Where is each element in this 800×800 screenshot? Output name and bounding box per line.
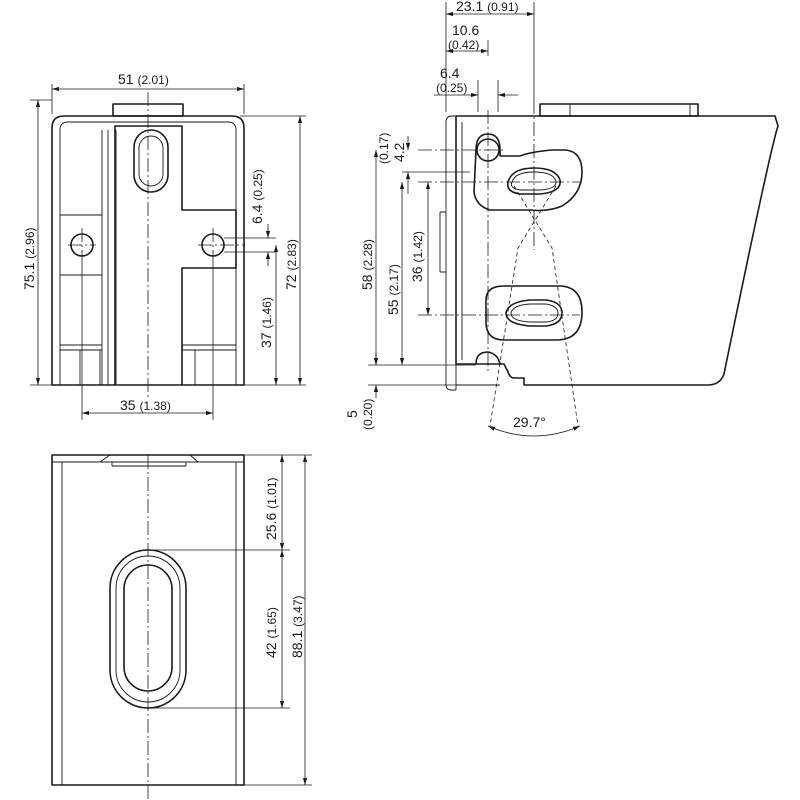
dim-total-length-value: 88.1 — [289, 631, 305, 658]
dim-slot-width-value: 6.4 — [440, 65, 460, 81]
svg-text:37 (1.46): 37 (1.46) — [258, 297, 274, 348]
dim-hole-spacing-inch: (1.38) — [139, 399, 170, 413]
dim-top-hole-value: 4.2 — [391, 142, 407, 162]
svg-text:36 (1.42): 36 (1.42) — [409, 231, 425, 282]
svg-text:72 (2.83): 72 (2.83) — [283, 239, 299, 290]
front-view: 51 (2.01) 75.1 (2.96) 35 (1.38) 6.4 (0.2… — [21, 71, 306, 420]
svg-text:35 (1.38): 35 (1.38) — [120, 397, 171, 413]
dim-angle-value: 29.7° — [513, 414, 546, 430]
svg-text:23.1 (0.91): 23.1 (0.91) — [456, 0, 519, 14]
dim-width-inch: (2.01) — [137, 73, 168, 87]
front-view-slot — [133, 129, 169, 193]
dim-offset-value: 10.6 — [452, 22, 479, 38]
dim-base-inch: (0.20) — [361, 399, 375, 430]
side-view-top-slot — [506, 167, 561, 195]
dim-total-length-inch: (3.47) — [291, 596, 305, 627]
svg-text:55 (2.17): 55 (2.17) — [385, 264, 401, 315]
front-view-outline — [51, 115, 245, 386]
dim-height55-inch: (2.17) — [387, 264, 401, 295]
dim-hole-height-value: 37 — [258, 332, 274, 348]
bottom-view-top-tab — [99, 454, 199, 467]
dim-slot-width-inch: (0.25) — [436, 81, 467, 95]
side-view-outline — [455, 115, 779, 386]
dim-slot-spacing-value: 36 — [409, 266, 425, 282]
side-view-lower-slot — [505, 299, 563, 327]
dim-slot-length-value: 42 — [263, 642, 279, 658]
dim-hole-dia-inch: (0.25) — [251, 169, 265, 200]
dim-inner-height-value: 72 — [283, 274, 299, 290]
svg-text:75.1 (2.96): 75.1 (2.96) — [21, 228, 37, 291]
dim-base-value: 5 — [344, 410, 360, 418]
dim-top-offset-inch: (1.01) — [265, 478, 279, 509]
svg-text:58 (2.28): 58 (2.28) — [359, 239, 375, 290]
side-view-lower-hook — [485, 285, 583, 341]
dim-offset-inch: (0.42) — [448, 38, 479, 52]
side-view-top-hook — [473, 133, 583, 212]
dim-depth-inch: (0.91) — [487, 0, 518, 14]
svg-text:88.1 (3.47): 88.1 (3.47) — [289, 596, 305, 659]
front-view-inner-plate — [114, 125, 237, 385]
dim-hole-spacing-value: 35 — [120, 397, 136, 413]
side-view: 29.7° 23.1 (0.91) 10.6 (0.42) 6.4 (0.25)… — [344, 0, 779, 437]
dim-slot-length-inch: (1.65) — [265, 607, 279, 638]
dim-hole-dia-value: 6.4 — [249, 204, 265, 224]
dim-inner-height-inch: (2.83) — [285, 239, 299, 270]
svg-text:6.4 (0.25): 6.4 (0.25) — [249, 169, 265, 224]
side-view-top-boss — [539, 103, 699, 117]
svg-text:25.6 (1.01): 25.6 (1.01) — [263, 478, 279, 541]
dim-top-hole-inch: (0.17) — [377, 133, 391, 164]
dim-hole-height-inch: (1.46) — [260, 297, 274, 328]
dim-width-value: 51 — [118, 71, 134, 87]
dim-top-offset-value: 25.6 — [263, 513, 279, 540]
dim-height58-inch: (2.28) — [361, 239, 375, 270]
bottom-view: 25.6 (1.01) 42 (1.65) 88.1 (3.47) — [51, 454, 312, 800]
dim-depth-value: 23.1 — [456, 0, 483, 14]
svg-text:42 (1.65): 42 (1.65) — [263, 607, 279, 658]
dim-height-value: 75.1 — [21, 263, 37, 290]
dim-height-inch: (2.96) — [23, 228, 37, 259]
dim-height55-value: 55 — [385, 299, 401, 315]
dim-slot-spacing-inch: (1.42) — [411, 231, 425, 262]
dim-height58-value: 58 — [359, 274, 375, 290]
svg-text:51 (2.01): 51 (2.01) — [118, 71, 169, 87]
